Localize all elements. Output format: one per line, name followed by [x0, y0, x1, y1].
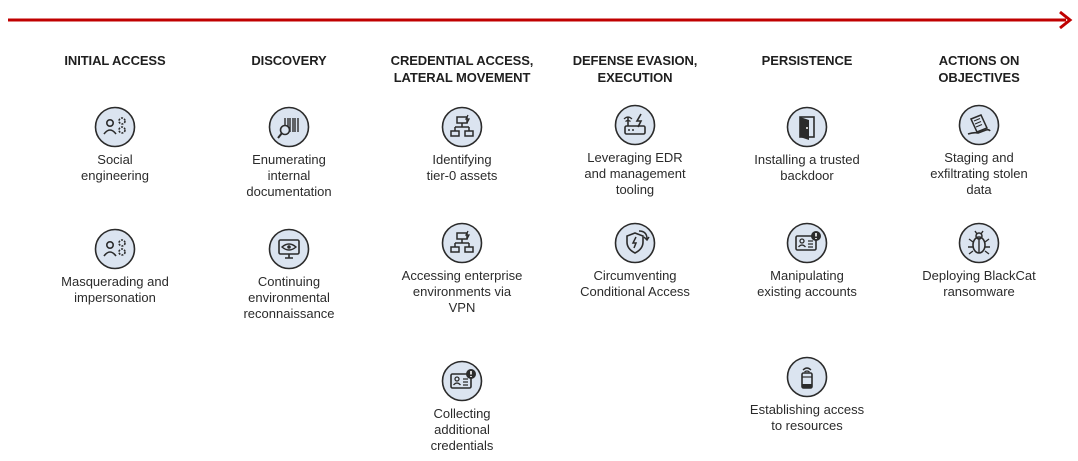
stage-title: PERSISTENCE: [761, 53, 853, 68]
stage-title: DEFENSE EVASION, EXECUTION: [572, 53, 698, 85]
step-label: Deploying BlackCat ransomware: [922, 268, 1036, 299]
people-gear-icon: [94, 106, 136, 148]
step-leveraging-edr: Leveraging EDR and management tooling: [550, 104, 720, 198]
step-label: Circumventing Conditional Access: [580, 268, 690, 299]
stage-title: ACTIONS ON OBJECTIVES: [938, 53, 1020, 85]
step-environmental-reconnaissance: Continuing environmental reconnaissance: [204, 228, 374, 322]
step-manipulating-accounts: Manipulating existing accounts: [722, 222, 892, 300]
network-hierarchy-icon: [441, 222, 483, 264]
step-trusted-backdoor: Installing a trusted backdoor: [722, 106, 892, 184]
step-label: Social engineering: [81, 152, 149, 183]
step-label: Collecting additional credentials: [430, 406, 494, 453]
step-label: Identifying tier-0 assets: [426, 152, 498, 183]
id-card-alert-icon: [441, 360, 483, 402]
monitor-eye-icon: [268, 228, 310, 270]
stage-title: DISCOVERY: [251, 53, 327, 68]
step-label: Leveraging EDR and management tooling: [584, 150, 686, 197]
step-identifying-tier0: Identifying tier-0 assets: [377, 106, 547, 184]
stage-title: CREDENTIAL ACCESS, LATERAL MOVEMENT: [390, 53, 534, 85]
step-label: Masquerading and impersonation: [61, 274, 169, 305]
step-label: Installing a trusted backdoor: [754, 152, 860, 183]
hand-document-icon: [958, 104, 1000, 146]
step-accessing-vpn: Accessing enterprise environments via VP…: [377, 222, 547, 316]
timeline-arrow: [8, 10, 1073, 30]
bug-icon: [958, 222, 1000, 264]
network-hierarchy-icon: [441, 106, 483, 148]
stage-title: INITIAL ACCESS: [64, 53, 166, 68]
step-circumventing-ca: Circumventing Conditional Access: [550, 222, 720, 300]
open-door-icon: [786, 106, 828, 148]
step-label: Staging and exfiltrating stolen data: [930, 150, 1028, 197]
step-establishing-access: Establishing access to resources: [722, 356, 892, 434]
shield-bolt-icon: [614, 222, 656, 264]
step-label: Manipulating existing accounts: [757, 268, 857, 299]
step-masquerading: Masquerading and impersonation: [30, 228, 200, 306]
router-bolt-icon: [614, 104, 656, 146]
step-label: Accessing enterprise environments via VP…: [401, 268, 523, 315]
step-staging-exfiltrating: Staging and exfiltrating stolen data: [894, 104, 1064, 198]
step-deploying-blackcat: Deploying BlackCat ransomware: [894, 222, 1064, 300]
barcode-magnifier-icon: [268, 106, 310, 148]
phone-wifi-icon: [786, 356, 828, 398]
step-label: Continuing environmental reconnaissance: [243, 274, 335, 321]
step-label: Enumerating internal documentation: [246, 152, 332, 199]
step-collecting-credentials: Collecting additional credentials: [377, 360, 547, 454]
step-label: Establishing access to resources: [749, 402, 865, 433]
step-enumerating-documentation: Enumerating internal documentation: [204, 106, 374, 200]
people-gear-icon: [94, 228, 136, 270]
id-card-alert-icon: [786, 222, 828, 264]
step-social-engineering: Social engineering: [30, 106, 200, 184]
